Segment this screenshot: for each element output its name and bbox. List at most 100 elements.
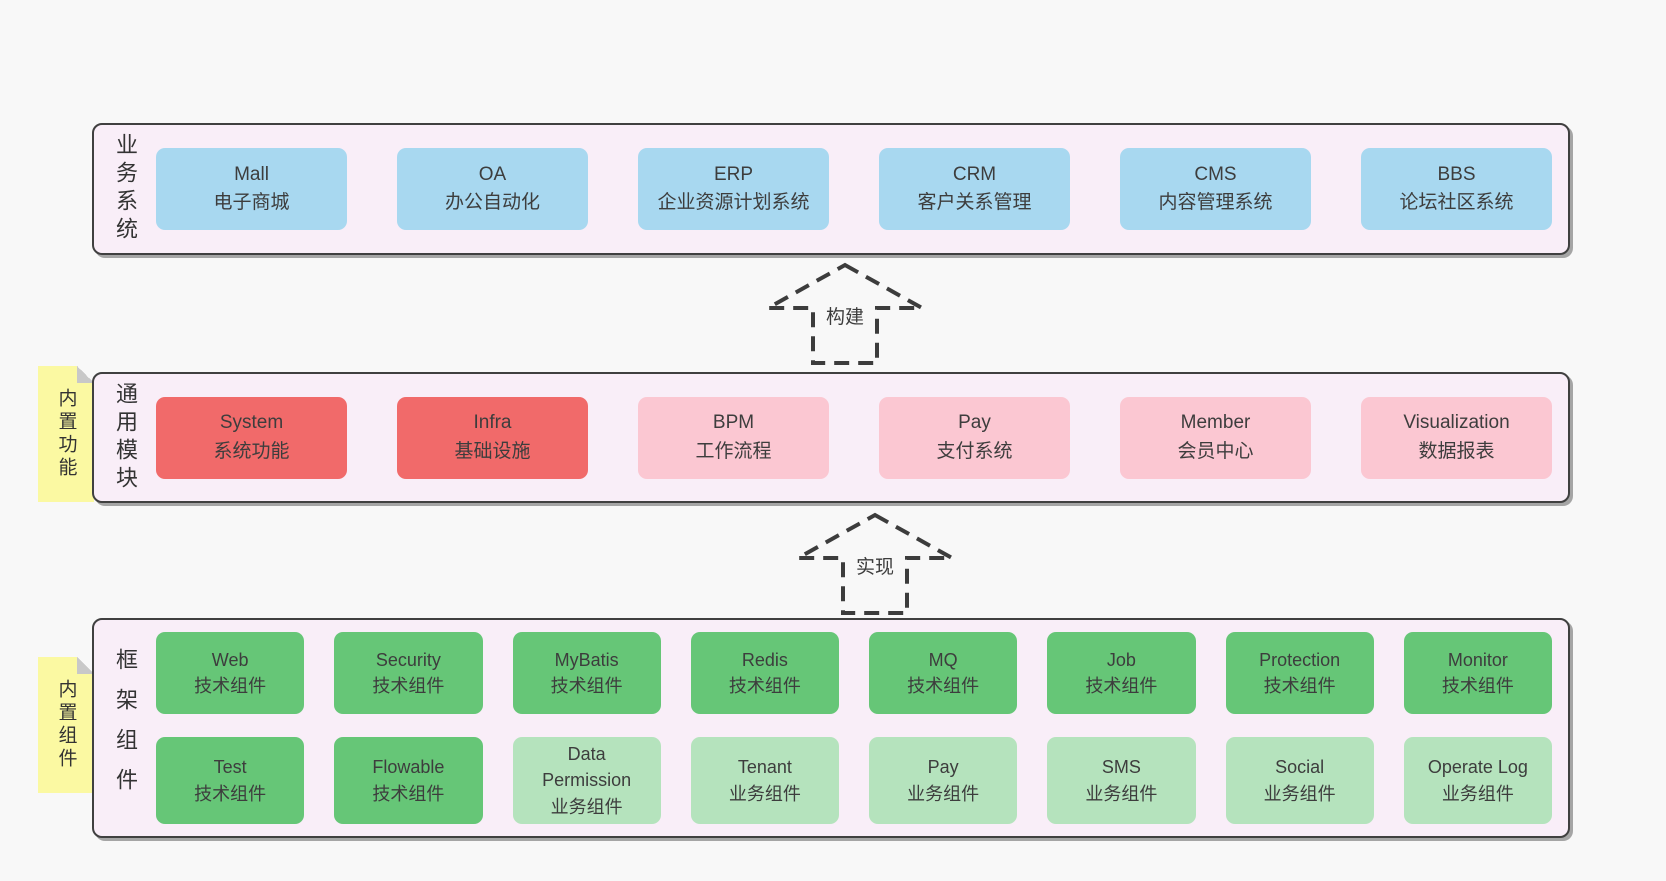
- layer-title: 框架组件: [113, 648, 138, 808]
- box-name: Web: [211, 650, 249, 671]
- box-name: Tenant: [737, 757, 792, 778]
- box-desc: 业务组件: [1085, 783, 1158, 804]
- box-desc: 技术组件: [550, 676, 623, 697]
- box-desc: 技术组件: [1085, 676, 1158, 697]
- component-box: Test 技术组件: [156, 737, 305, 824]
- box-desc: 论坛社区系统: [1399, 192, 1514, 213]
- box-name: Pay: [958, 412, 991, 433]
- box-name: Redis: [741, 650, 788, 671]
- box-name: MQ: [928, 650, 958, 671]
- component-box: Tenant 业务组件: [690, 737, 839, 824]
- box-desc: 电子商城: [213, 192, 290, 213]
- box-desc: 会员中心: [1177, 440, 1254, 462]
- box-name: Job: [1106, 650, 1136, 671]
- component-box: Flowable 技术组件: [334, 737, 483, 824]
- box-name: Operate Log: [1427, 757, 1528, 778]
- component-box: Operate Log 业务组件: [1403, 737, 1552, 824]
- system-box: Mall 电子商城: [156, 148, 347, 230]
- box-desc: 企业资源计划系统: [657, 192, 810, 213]
- sticky-note-built-in-components: 内置组件: [38, 657, 94, 793]
- box-desc: 技术组件: [1441, 676, 1514, 697]
- box-name: Data Permission: [542, 744, 632, 791]
- box-desc: 技术组件: [194, 676, 267, 697]
- box-desc: 技术组件: [194, 783, 267, 804]
- box-name: Test: [213, 757, 247, 778]
- box-name: OA: [478, 163, 507, 185]
- sticky-note-label: 内置功能: [55, 388, 77, 480]
- component-box: Pay 业务组件: [869, 737, 1018, 824]
- common-modules-layer: 通用模块 System 系统功能 Infra 基础设施 BPM 工作流程: [92, 372, 1570, 503]
- business-box-row: Mall 电子商城 OA 办公自动化 ERP 企业资源计划系统 CRM 客户关系…: [156, 125, 1568, 253]
- component-box: Security 技术组件: [334, 632, 483, 715]
- build-arrow-label: 构建: [822, 302, 868, 329]
- box-desc: 内容管理系统: [1158, 192, 1273, 213]
- box-desc: 业务组件: [1263, 783, 1336, 804]
- box-name: System: [219, 412, 284, 433]
- box-desc: 技术组件: [1263, 676, 1336, 697]
- component-box: MQ 技术组件: [869, 632, 1018, 715]
- box-desc: 办公自动化: [444, 192, 540, 213]
- box-name: Monitor: [1447, 650, 1508, 671]
- system-box: CRM 客户关系管理: [879, 148, 1070, 230]
- box-name: ERP: [713, 163, 754, 185]
- module-box: System 系统功能: [156, 396, 347, 479]
- component-box: Protection 技术组件: [1225, 632, 1374, 715]
- box-name: Pay: [927, 757, 959, 778]
- box-desc: 技术组件: [372, 783, 445, 804]
- sticky-note-built-in-features: 内置功能: [38, 366, 94, 502]
- box-desc: 技术组件: [728, 676, 801, 697]
- box-name: BBS: [1437, 163, 1476, 185]
- system-box: OA 办公自动化: [397, 148, 588, 230]
- component-box: Monitor 技术组件: [1403, 632, 1552, 715]
- component-box: Web 技术组件: [156, 632, 305, 715]
- module-box: Visualization 数据报表: [1361, 396, 1552, 479]
- implement-arrow-label: 实现: [852, 552, 898, 579]
- box-name: Member: [1180, 412, 1251, 433]
- box-name: Security: [375, 650, 441, 671]
- box-desc: 系统功能: [213, 440, 290, 462]
- implement-arrow: 实现: [795, 512, 955, 616]
- framework-components-layer: 框架组件 Web 技术组件 Security 技术组件 MyBatis 技术组件: [92, 618, 1570, 838]
- box-desc: 业务组件: [907, 783, 980, 804]
- box-desc: 业务组件: [550, 796, 623, 817]
- system-box: ERP 企业资源计划系统: [638, 148, 829, 230]
- box-desc: 客户关系管理: [917, 192, 1032, 213]
- box-desc: 支付系统: [936, 440, 1013, 462]
- system-box: BBS 论坛社区系统: [1361, 148, 1552, 230]
- module-box: Infra 基础设施: [397, 396, 588, 479]
- box-name: Protection: [1259, 650, 1341, 671]
- box-name: MyBatis: [554, 650, 619, 671]
- system-box: CMS 内容管理系统: [1120, 148, 1311, 230]
- box-desc: 业务组件: [728, 783, 801, 804]
- box-desc: 数据报表: [1418, 440, 1495, 462]
- module-box: Pay 支付系统: [879, 396, 1070, 479]
- component-box: Job 技术组件: [1047, 632, 1196, 715]
- box-name: Mall: [234, 163, 269, 185]
- box-name: CRM: [952, 163, 997, 185]
- dashed-up-arrow-icon: [765, 262, 925, 365]
- modules-box-row: System 系统功能 Infra 基础设施 BPM 工作流程 Pay 支付系统: [156, 374, 1568, 501]
- build-arrow: 构建: [765, 262, 925, 366]
- business-systems-layer: 业务系统 Mall 电子商城 OA 办公自动化 ERP 企业资源计划系统: [92, 123, 1570, 255]
- box-name: CMS: [1194, 163, 1237, 185]
- component-box: Social 业务组件: [1225, 737, 1374, 824]
- box-desc: 工作流程: [695, 440, 772, 462]
- box-desc: 业务组件: [1441, 783, 1514, 804]
- box-desc: 基础设施: [454, 440, 531, 462]
- box-name: SMS: [1101, 757, 1141, 778]
- components-box-grid: Web 技术组件 Security 技术组件 MyBatis 技术组件 Redi…: [156, 620, 1568, 836]
- sticky-note-label: 内置组件: [55, 679, 77, 771]
- component-box: SMS 业务组件: [1047, 737, 1196, 824]
- layer-title: 通用模块: [113, 381, 138, 494]
- box-desc: 技术组件: [907, 676, 980, 697]
- folded-corner-icon: [77, 657, 94, 674]
- component-box: MyBatis 技术组件: [512, 632, 661, 715]
- module-box: BPM 工作流程: [638, 396, 829, 479]
- box-name: Flowable: [372, 757, 445, 778]
- box-desc: 技术组件: [372, 676, 445, 697]
- dashed-up-arrow-icon: [795, 512, 955, 615]
- folded-corner-icon: [77, 366, 94, 383]
- box-name: Visualization: [1403, 412, 1510, 433]
- layer-title: 业务系统: [113, 133, 138, 245]
- box-name: Infra: [473, 412, 512, 433]
